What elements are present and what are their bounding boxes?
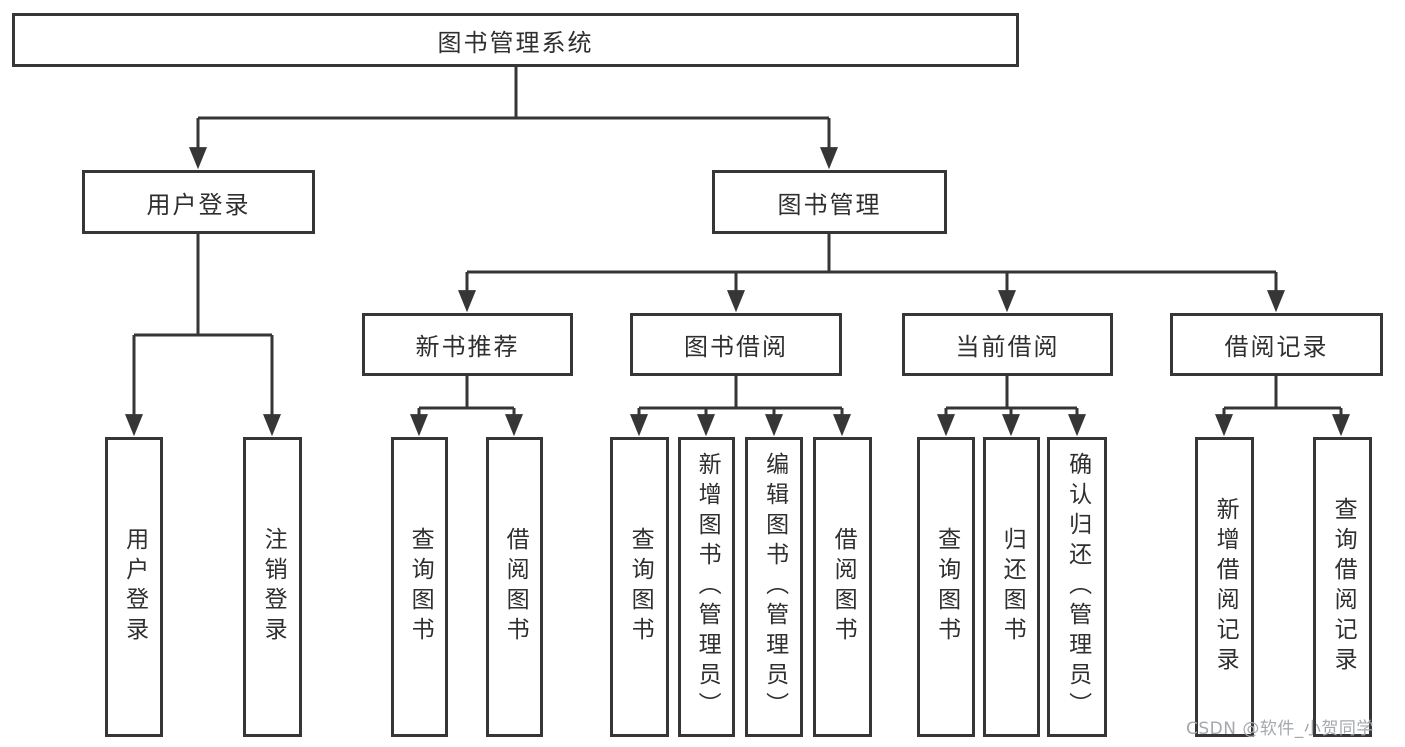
node-new-book-recommend: 新书推荐 xyxy=(362,313,573,376)
leaf-current-query-books: 查询图书 xyxy=(917,437,975,737)
node-borrowing-records: 借阅记录 xyxy=(1170,313,1383,376)
node-current-borrowing: 当前借阅 xyxy=(902,313,1113,376)
leaf-login-logout: 注销登录 xyxy=(243,437,302,737)
node-user-login: 用户登录 xyxy=(82,170,315,234)
leaf-recommend-query-books: 查询图书 xyxy=(391,437,448,737)
leaf-borrow-edit-book-admin: 编辑图书（管理员） xyxy=(745,437,803,737)
node-book-borrowing: 图书借阅 xyxy=(630,313,842,376)
leaf-borrow-query-books: 查询图书 xyxy=(610,437,669,737)
csdn-watermark: CSDN @软件_小贺同学 xyxy=(1186,719,1374,739)
leaf-current-return-books: 归还图书 xyxy=(983,437,1040,737)
leaf-current-confirm-return-admin: 确认归还（管理员） xyxy=(1047,437,1107,737)
leaf-recommend-borrow-books: 借阅图书 xyxy=(486,437,543,737)
node-root-book-management-system: 图书管理系统 xyxy=(12,13,1019,67)
leaf-borrow-add-book-admin: 新增图书（管理员） xyxy=(678,437,735,737)
leaf-login-user-login: 用户登录 xyxy=(105,437,163,737)
node-book-management: 图书管理 xyxy=(712,170,947,234)
leaf-record-add-borrow-record: 新增借阅记录 xyxy=(1195,437,1254,737)
leaf-record-query-borrow-record: 查询借阅记录 xyxy=(1313,437,1372,737)
leaf-borrow-borrow-books: 借阅图书 xyxy=(813,437,872,737)
